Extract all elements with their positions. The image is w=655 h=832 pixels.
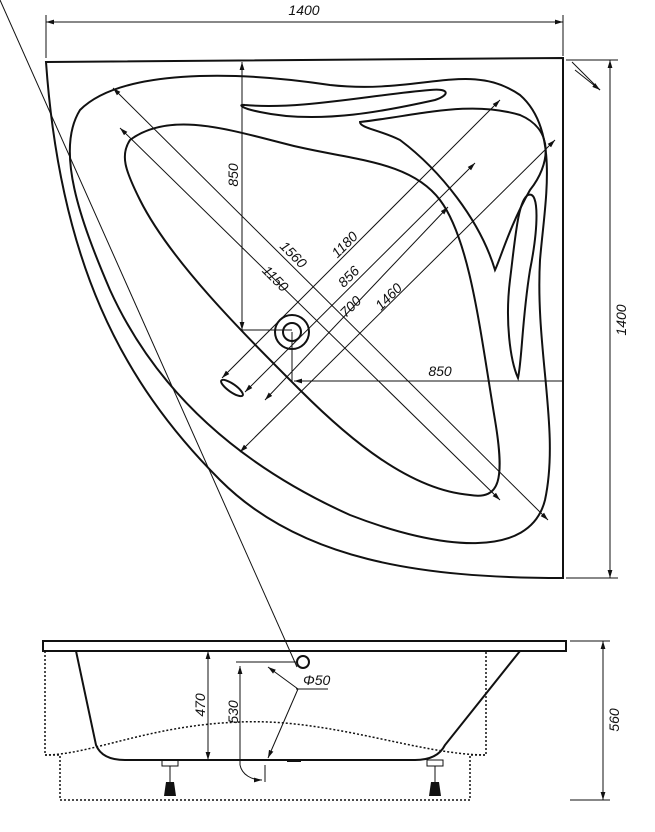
total-height-dimension: 560 [606,708,622,732]
side-view: 470 530 Φ50 560 [0,0,622,801]
leg-left [161,759,179,796]
armrest-right [358,107,547,273]
diagonal-1150: 1150 [259,262,292,295]
inner-depth-dimension: 470 [192,693,208,717]
overflow [296,655,310,669]
armrest-top [240,88,447,119]
overflow-top [220,378,244,398]
drain-horizontal-dimension: 850 [428,363,452,379]
drain-outlet [287,759,301,762]
width-dimension: 1400 [288,2,319,18]
diagonal-1560: 1560 [277,238,310,271]
tub-body [75,650,521,761]
overflow-diameter-label: Φ50 [303,672,331,688]
armrest-side [506,193,538,382]
drain-vertical-dimension: 850 [225,163,241,187]
diagonal-1460: 1460 [372,280,405,313]
depth-dimension: 1400 [613,304,629,335]
top-view: 1400 1400 1560 1150 1180 856 700 1460 85… [44,2,629,580]
drain-height-dimension: 530 [225,700,241,724]
diagonal-856: 856 [335,262,363,290]
leg-right [426,759,444,796]
rim [42,640,567,652]
inner-rim [68,74,551,545]
